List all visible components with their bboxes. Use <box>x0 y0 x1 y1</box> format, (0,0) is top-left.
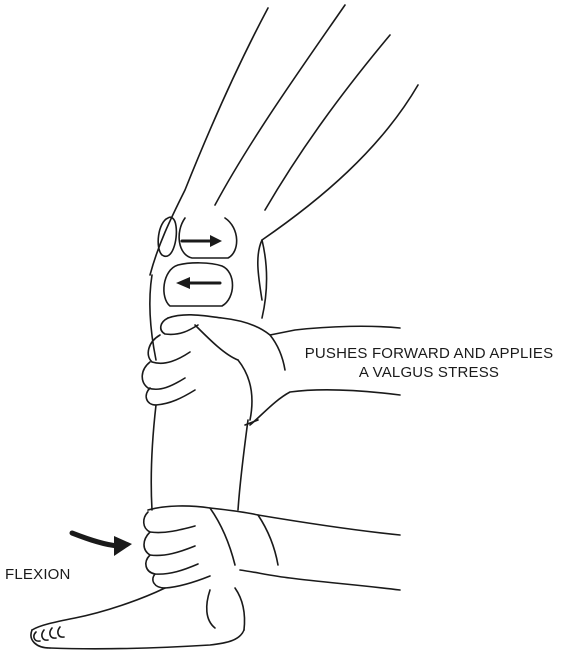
flexion-label: FLEXION <box>5 565 71 584</box>
flexion-arrow-icon <box>72 533 132 556</box>
pushes-label-line-2: A VALGUS STRESS <box>287 363 571 382</box>
foot <box>31 588 245 649</box>
pushes-forward-label: PUSHES FORWARD AND APPLIES A VALGUS STRE… <box>287 344 571 382</box>
thigh <box>150 5 418 300</box>
femoral-condyle <box>179 218 237 258</box>
lower-hand <box>144 506 400 590</box>
arrow-right-icon <box>182 235 222 247</box>
pushes-label-line-1: PUSHES FORWARD AND APPLIES <box>287 344 571 363</box>
arrow-left-icon <box>176 277 220 289</box>
patella <box>158 217 176 256</box>
lower-leg <box>151 405 248 510</box>
